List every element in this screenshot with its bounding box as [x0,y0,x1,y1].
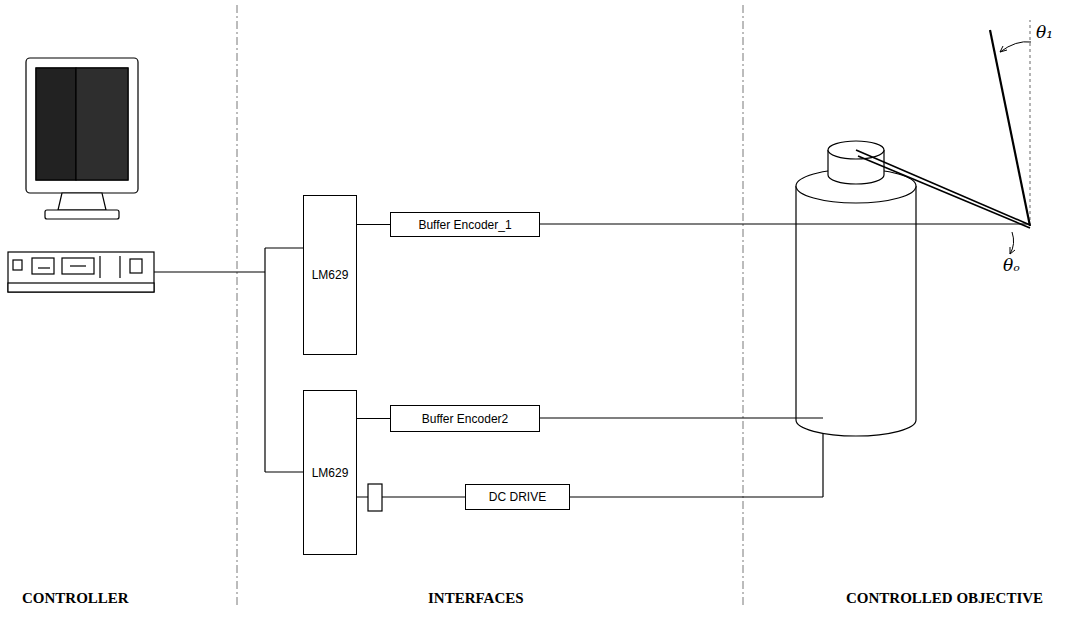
box-label: DC DRIVE [489,490,546,504]
connector-line [357,224,390,225]
box-label: LM629 [312,268,349,282]
computer-illustration [8,58,154,292]
motor-cylinder [796,141,916,436]
drive-box: DC DRIVE [465,484,570,510]
encoder-buffer-box: Buffer Encoder2 [390,405,540,432]
encoder-buffer-box: Buffer Encoder_1 [390,212,540,237]
box-label: Buffer Encoder2 [422,412,509,426]
section-label: CONTROLLER [22,590,129,607]
section-label: CONTROLLED OBJECTIVE [846,590,1043,607]
controller-chip: LM629 [303,195,357,355]
angle-label: θₒ [1003,255,1020,275]
section-label: INTERFACES [428,590,524,607]
bus-wire [154,248,303,472]
angle-label: θ₁ [1036,22,1053,42]
section-divider [743,5,744,605]
controller-chip: LM629 [303,390,357,555]
section-divider [237,5,238,605]
signal-wire [540,224,1030,497]
box-label: Buffer Encoder_1 [418,218,511,232]
pendulum [856,20,1031,254]
box-label: LM629 [312,466,349,480]
connector-line [357,418,390,419]
amplifier-block [368,484,382,511]
